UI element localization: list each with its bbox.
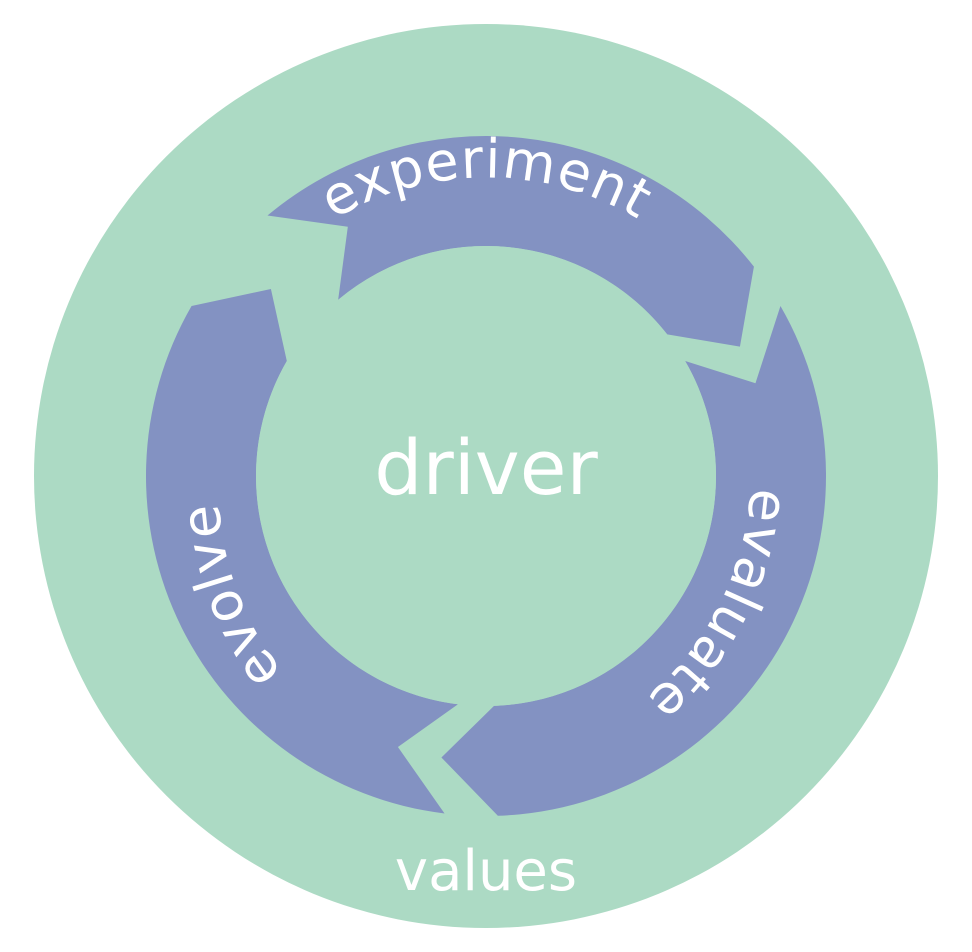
evaluate-arrow-segment [441, 306, 826, 816]
driver-label: driver [374, 423, 598, 512]
experiment-arrow-segment [267, 135, 754, 347]
cycle-arrow-band [145, 135, 826, 816]
driver-disc [256, 246, 716, 706]
values-label: values [395, 839, 577, 904]
evolve-arrow-segment [145, 289, 458, 814]
